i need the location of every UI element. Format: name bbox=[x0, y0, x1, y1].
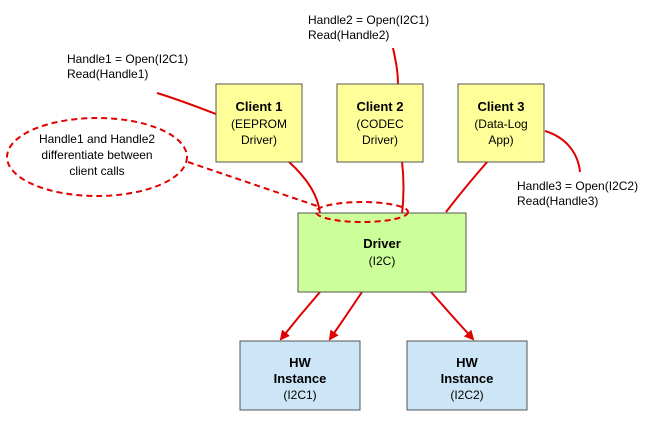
callout-text-line1: Handle1 and Handle2 bbox=[39, 132, 155, 146]
hw-instance-1-subtitle: (I2C1) bbox=[283, 388, 316, 402]
driver-box: Driver (I2C) bbox=[297, 212, 467, 293]
handle3-read-text: Read(Handle3) bbox=[517, 194, 598, 208]
driver-to-hw1-arrow bbox=[279, 291, 321, 341]
handle1-read-text: Read(Handle1) bbox=[67, 67, 148, 81]
hw-instance-1-box: HW Instance (I2C1) bbox=[239, 340, 361, 411]
driver-subtitle: (I2C) bbox=[369, 254, 396, 268]
client3-to-driver-line bbox=[445, 160, 489, 213]
hw-instance-1-line1: HW bbox=[289, 355, 311, 370]
driver-connection-ellipse bbox=[315, 201, 409, 223]
handle3-open-text: Handle3 = Open(I2C2) bbox=[517, 179, 638, 193]
handle1-open-text: Handle1 = Open(I2C1) bbox=[67, 52, 188, 66]
client-1-desc-line1: (EEPROM bbox=[231, 117, 287, 131]
callout-text-line3: client calls bbox=[69, 164, 124, 178]
handle2-read-text: Read(Handle2) bbox=[308, 28, 389, 42]
hw-instance-2-subtitle: (I2C2) bbox=[450, 388, 483, 402]
handle2-leader-line bbox=[392, 47, 399, 85]
handle1-leader-line bbox=[156, 92, 217, 115]
driver-title: Driver bbox=[363, 236, 401, 251]
client-2-desc-line2: Driver) bbox=[362, 133, 398, 147]
client-2-desc-line1: (CODEC bbox=[356, 117, 404, 131]
hw-instance-2-box: HW Instance (I2C2) bbox=[406, 340, 528, 411]
client-3-desc-line1: (Data-Log bbox=[474, 117, 527, 131]
driver-to-hw1-arrow-2 bbox=[328, 291, 363, 341]
client-1-title: Client 1 bbox=[236, 99, 283, 114]
client-2-box: Client 2 (CODEC Driver) bbox=[336, 83, 424, 163]
hw-instance-1-line2: Instance bbox=[274, 371, 327, 386]
callout-ellipse bbox=[6, 117, 188, 197]
hw-instance-2-line2: Instance bbox=[441, 371, 494, 386]
callout-leader-line bbox=[187, 161, 321, 208]
client-1-desc-line2: Driver) bbox=[241, 133, 277, 147]
handle3-leader-line bbox=[544, 130, 581, 173]
callout-text-line2: differentiate between bbox=[41, 148, 152, 162]
client-1-box: Client 1 (EEPROM Driver) bbox=[215, 83, 303, 163]
handle2-open-text: Handle2 = Open(I2C1) bbox=[308, 13, 429, 27]
client2-to-driver-line bbox=[401, 160, 405, 215]
hw-instance-2-line1: HW bbox=[456, 355, 478, 370]
client-3-title: Client 3 bbox=[478, 99, 525, 114]
client-3-desc-line2: App) bbox=[488, 133, 513, 147]
client-2-title: Client 2 bbox=[357, 99, 404, 114]
client-3-box: Client 3 (Data-Log App) bbox=[457, 83, 545, 163]
driver-to-hw2-arrow bbox=[430, 291, 475, 341]
